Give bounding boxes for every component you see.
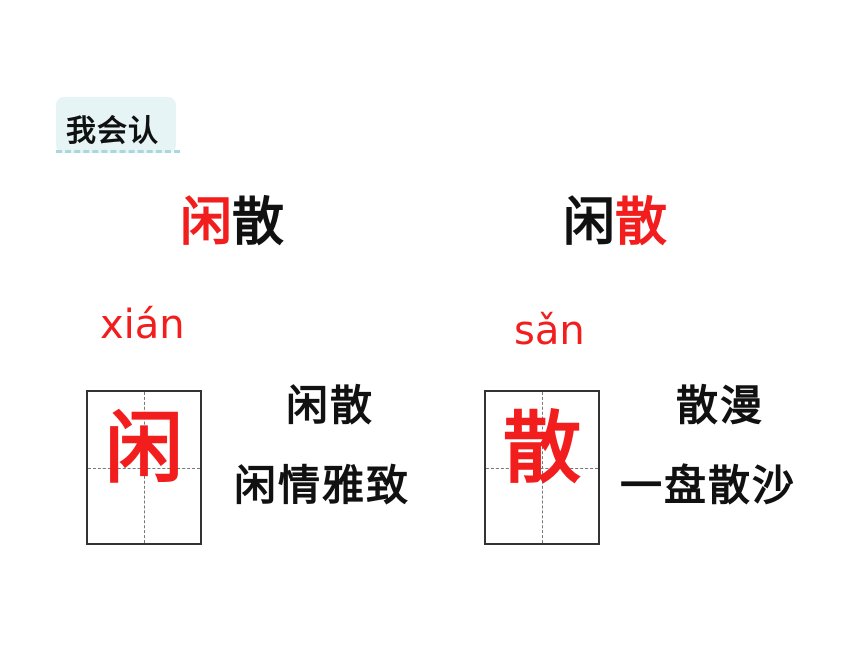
- pinyin-san: sǎn: [514, 308, 585, 354]
- word-xiansan-2: 闲散: [563, 180, 667, 255]
- section-badge: 我会认: [56, 97, 180, 153]
- word-xiansan-1: 闲散: [180, 180, 284, 255]
- word-char-highlight: 闲: [180, 192, 233, 253]
- word-char: 闲: [563, 192, 616, 253]
- phrase-yipansansha: 一盘散沙: [620, 461, 797, 510]
- badge-label: 我会认: [66, 114, 159, 149]
- phrase-xiansan: 闲散: [286, 381, 375, 430]
- grid-guide-horizontal: [88, 467, 200, 469]
- word-char: 散: [232, 192, 285, 253]
- phrase-sanman: 散漫: [676, 381, 765, 430]
- word-char-highlight: 散: [615, 192, 668, 253]
- grid-character: 闲: [104, 403, 183, 494]
- badge-underline: [56, 150, 180, 153]
- writing-grid-xian: 闲: [86, 390, 202, 545]
- grid-guide-horizontal: [486, 467, 598, 469]
- grid-character: 散: [502, 403, 581, 494]
- writing-grid-san: 散: [484, 390, 600, 545]
- pinyin-xian: xián: [100, 302, 185, 348]
- phrase-xianqingyazhi: 闲情雅致: [234, 461, 411, 510]
